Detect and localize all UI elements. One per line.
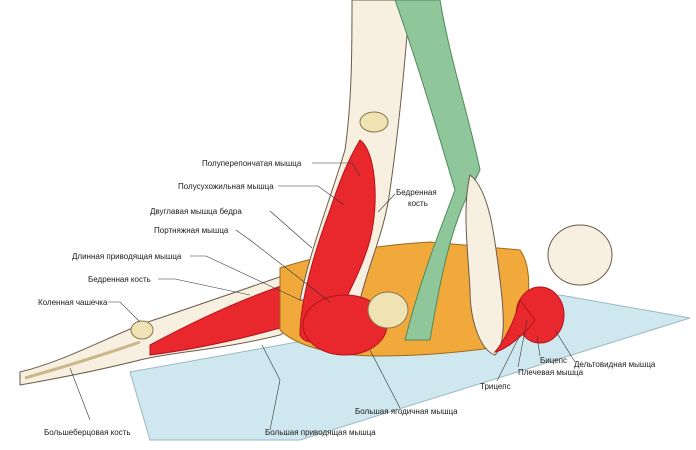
label-semimembranosus: Полуперепончатая мышца <box>202 159 302 168</box>
tibia-bone <box>24 340 141 380</box>
label-tibia: Большеберцовая кость <box>44 428 131 437</box>
green-strap <box>394 0 481 341</box>
label-deltoid: Дельтовидная мышца <box>574 360 656 369</box>
head <box>547 224 613 286</box>
patella-bone <box>130 320 154 340</box>
label-biceps-femoris: Двуглавая мышца бедра <box>150 207 242 216</box>
label-brachialis: Плечевая мышца <box>518 368 584 377</box>
raised-knee <box>359 111 389 133</box>
label-gluteus-maximus: Большая ягодичная мышца <box>355 407 458 416</box>
hip-bone <box>367 291 409 329</box>
label-femur-left: Бедренная кость <box>88 275 151 284</box>
label-sartorius: Портняжная мышца <box>154 226 229 235</box>
label-femur-right-line1: Бедренная <box>396 188 437 197</box>
label-adductor-magnus: Большая приводящая мышца <box>265 428 376 437</box>
label-adductor-longus: Длинная приводящая мышца <box>72 252 182 261</box>
label-biceps: Бицепс <box>540 356 567 365</box>
leader-lines <box>69 162 576 431</box>
arm <box>465 174 504 356</box>
label-femur-right-line2: кость <box>408 199 428 208</box>
upper-arm-muscles <box>493 298 536 353</box>
label-semitendinosus: Полусухожильная мышца <box>178 182 274 191</box>
label-patella: Коленная чашечка <box>38 298 108 307</box>
label-triceps: Трицепс <box>480 382 511 391</box>
